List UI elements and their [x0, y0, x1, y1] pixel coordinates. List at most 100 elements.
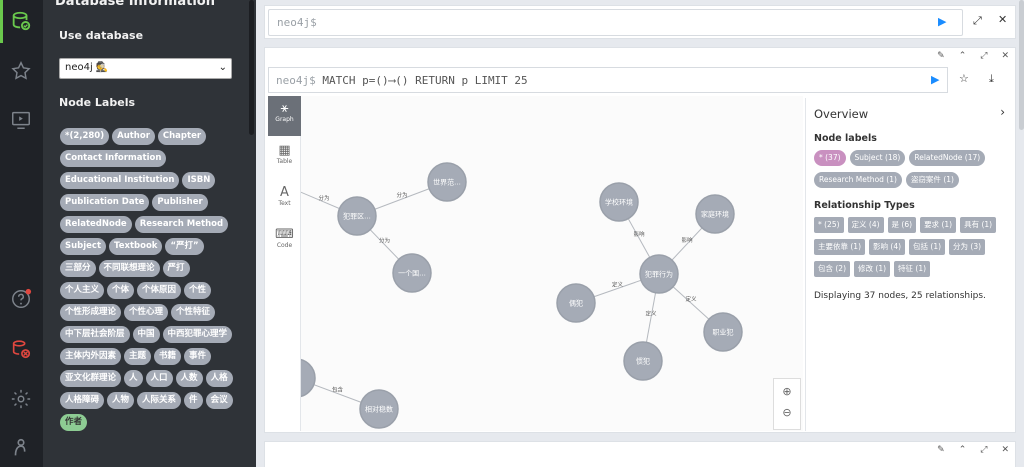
graph-node[interactable]: [703, 312, 743, 352]
database-icon[interactable]: [8, 8, 34, 34]
node-label-pill[interactable]: 事件: [184, 348, 212, 365]
close-frame-icon[interactable]: ✕: [1001, 51, 1009, 61]
gear-icon[interactable]: [8, 386, 34, 412]
node-label-pill[interactable]: 个性形成理论: [60, 304, 122, 321]
close-icon[interactable]: ✕: [998, 13, 1008, 26]
node-label-pill[interactable]: 三部分: [60, 260, 96, 277]
graph-node[interactable]: [337, 196, 377, 236]
graph-node[interactable]: [639, 254, 679, 294]
overview-node-label[interactable]: RelatedNode (17): [909, 150, 986, 166]
query-line[interactable]: neo4j$ MATCH p=()⟶() RETURN p LIMIT 25: [268, 67, 948, 93]
overview-rel-type[interactable]: 具有 (1): [960, 217, 997, 233]
overview-rel-type[interactable]: 是 (6): [887, 217, 917, 233]
node-label-pill[interactable]: 人物: [107, 392, 135, 409]
graph-node[interactable]: [695, 194, 735, 234]
graph-node[interactable]: [392, 253, 432, 293]
node-label-pill[interactable]: 不同联想理论: [98, 260, 160, 277]
node-label-pill[interactable]: 人数: [175, 370, 203, 387]
node-label-pill[interactable]: 件: [184, 392, 203, 409]
node-label-pill[interactable]: Author: [112, 128, 155, 145]
graph-svg[interactable]: 分为分为分为包含影响影响定义定义定义世界范...犯罪区...一个国...学校环境…: [301, 96, 803, 431]
graph-node[interactable]: [301, 358, 316, 398]
overview-rel-type[interactable]: 分为 (3): [949, 239, 986, 255]
help-icon[interactable]: [8, 286, 34, 312]
node-label-pill[interactable]: 作者: [60, 414, 88, 431]
node-label-pill[interactable]: Educational Institution: [60, 172, 180, 189]
node-label-pill[interactable]: “严打”: [165, 238, 204, 255]
node-label-pill[interactable]: 严打: [162, 260, 190, 277]
node-label-pill[interactable]: 会议: [205, 392, 233, 409]
node-label-pill[interactable]: 个体原因: [137, 282, 182, 299]
node-label-pill[interactable]: 主体内外因素: [60, 348, 122, 365]
main-scrollbar[interactable]: [1019, 0, 1024, 130]
pin2-icon[interactable]: ✎: [937, 445, 945, 455]
about-icon[interactable]: [8, 435, 34, 461]
pin-icon[interactable]: ✎: [937, 51, 945, 61]
graph-node[interactable]: [359, 389, 399, 429]
overview-rel-type[interactable]: 修改 (1): [854, 261, 891, 277]
node-label-pill[interactable]: 中国: [132, 326, 160, 343]
overview-rel-type[interactable]: * (25): [814, 217, 844, 233]
node-label-pill[interactable]: 个体: [107, 282, 135, 299]
rerun-icon[interactable]: ▶: [931, 73, 940, 86]
zoom-out-icon[interactable]: ⊖: [782, 406, 792, 419]
overview-rel-type[interactable]: 影响 (4): [869, 239, 906, 255]
overview-rel-type[interactable]: 包括 (1): [909, 239, 946, 255]
node-label-pill[interactable]: 人际关系: [137, 392, 182, 409]
node-label-pill[interactable]: 个性特征: [171, 304, 216, 321]
tab-table[interactable]: ▦Table: [268, 138, 301, 178]
node-label-pill[interactable]: Research Method: [134, 216, 229, 233]
node-label-pill[interactable]: 人格: [205, 370, 233, 387]
disconnect-icon[interactable]: [8, 336, 34, 362]
node-label-pill[interactable]: 个性心理: [124, 304, 169, 321]
overview-node-label[interactable]: 盗窃案件 (1): [905, 172, 959, 188]
download-icon[interactable]: ⤓: [989, 72, 994, 85]
expand2-icon[interactable]: ⤢: [980, 445, 988, 455]
node-label-pill[interactable]: 中西犯罪心理学: [162, 326, 233, 343]
overview-node-label[interactable]: * (37): [814, 150, 846, 166]
node-label-pill[interactable]: 主题: [124, 348, 152, 365]
chevron-right-icon[interactable]: ›: [1000, 105, 1005, 119]
node-label-pill[interactable]: Contact Information: [60, 150, 167, 167]
node-label-pill[interactable]: Publication Date: [60, 194, 150, 211]
close2-icon[interactable]: ✕: [1001, 445, 1009, 455]
graph-node[interactable]: [623, 341, 663, 381]
node-label-pill[interactable]: 中下层社会阶层: [60, 326, 130, 343]
overview-rel-type[interactable]: 特征 (1): [894, 261, 931, 277]
favorite-icon[interactable]: ☆: [959, 72, 969, 85]
play-screen-icon[interactable]: [8, 107, 34, 133]
collapse2-icon[interactable]: ⌃: [958, 445, 967, 455]
tab-code[interactable]: ⌨Code: [268, 222, 301, 262]
fullscreen-icon[interactable]: ⤢: [973, 14, 982, 27]
graph-canvas[interactable]: 分为分为分为包含影响影响定义定义定义世界范...犯罪区...一个国...学校环境…: [301, 96, 803, 431]
node-label-pill[interactable]: 人格障碍: [60, 392, 105, 409]
node-label-pill[interactable]: 亚文化群理论: [60, 370, 122, 387]
expand-icon[interactable]: ⤢: [980, 51, 988, 61]
run-icon[interactable]: ▶: [938, 15, 947, 28]
overview-node-label[interactable]: Research Method (1): [814, 172, 902, 188]
cypher-editor[interactable]: neo4j$: [268, 9, 963, 36]
node-label-pill[interactable]: Chapter: [157, 128, 207, 145]
overview-rel-type[interactable]: 主要依靠 (1): [814, 239, 866, 255]
graph-node[interactable]: [556, 283, 596, 323]
overview-node-label[interactable]: Subject (18): [849, 150, 906, 166]
overview-rel-type[interactable]: 定义 (4): [847, 217, 884, 233]
node-label-pill[interactable]: 人口: [145, 370, 173, 387]
zoom-in-icon[interactable]: ⊕: [782, 385, 792, 398]
node-label-pill[interactable]: Publisher: [152, 194, 208, 211]
database-select[interactable]: neo4j 🕵 ⌄: [59, 58, 232, 79]
node-label-pill[interactable]: 人: [124, 370, 143, 387]
collapse-icon[interactable]: ⌃: [958, 51, 967, 61]
node-label-pill[interactable]: Textbook: [109, 238, 163, 255]
node-label-pill[interactable]: 个人主义: [60, 282, 105, 299]
node-label-pill[interactable]: 个性: [184, 282, 212, 299]
node-label-pill[interactable]: 书籍: [154, 348, 182, 365]
overview-rel-type[interactable]: 包含 (2): [814, 261, 851, 277]
node-label-pill[interactable]: RelatedNode: [60, 216, 132, 233]
node-label-pill[interactable]: Subject: [60, 238, 107, 255]
node-label-pill[interactable]: *(2,280): [60, 128, 110, 145]
star-icon[interactable]: [8, 58, 34, 84]
tab-graph[interactable]: ⚹Graph: [268, 96, 301, 136]
graph-node[interactable]: [427, 162, 467, 202]
